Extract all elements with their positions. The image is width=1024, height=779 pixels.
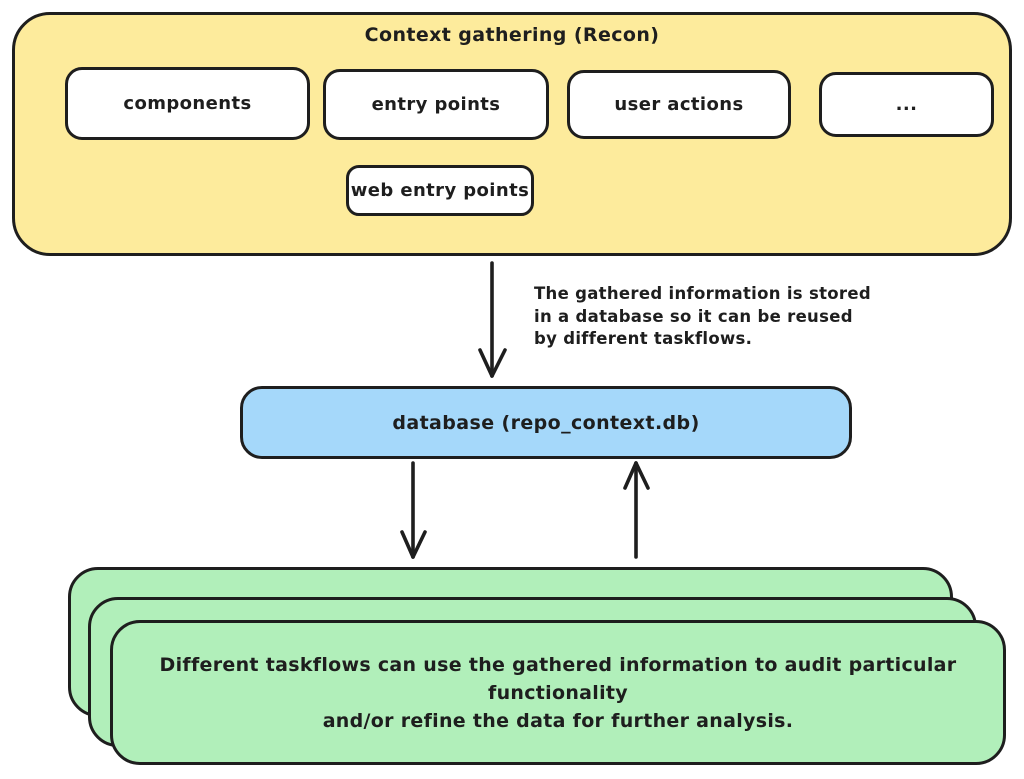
recon-box-web-entry-points: web entry points [346, 165, 534, 216]
recon-group-title: Context gathering (Recon) [364, 24, 660, 46]
recon-box-user-actions-label: user actions [614, 94, 744, 115]
recon-box-entry-points: entry points [323, 69, 549, 140]
recon-box-components: components [65, 67, 310, 140]
recon-box-components-label: components [123, 93, 252, 114]
database-box-label: database (repo_context.db) [392, 411, 700, 434]
recon-box-user-actions: user actions [567, 70, 791, 139]
recon-box-ellipsis: ... [819, 72, 994, 137]
annotation-line-1: The gathered information is stored [534, 284, 871, 303]
annotation-line-3: by different taskflows. [534, 329, 753, 348]
taskflow-text-line-1: Different taskflows can use the gathered… [159, 653, 957, 704]
arrow-down-recon-to-database-icon [478, 261, 507, 378]
annotation-line-2: in a database so it can be reused [534, 306, 853, 326]
taskflow-card-front: Different taskflows can use the gathered… [110, 620, 1006, 765]
recon-box-ellipsis-label: ... [895, 94, 918, 115]
recon-group-box: Context gathering (Recon) components ent… [12, 12, 1012, 256]
recon-box-entry-points-label: entry points [371, 94, 501, 115]
arrow-up-taskflows-to-database-icon [623, 461, 650, 559]
recon-box-web-entry-points-label: web entry points [350, 180, 530, 201]
database-box: database (repo_context.db) [240, 386, 852, 459]
database-annotation: The gathered information is stored in a … [534, 283, 874, 351]
arrow-down-database-to-taskflows-icon [400, 461, 427, 559]
taskflow-text-line-2: and/or refine the data for further analy… [322, 709, 794, 732]
